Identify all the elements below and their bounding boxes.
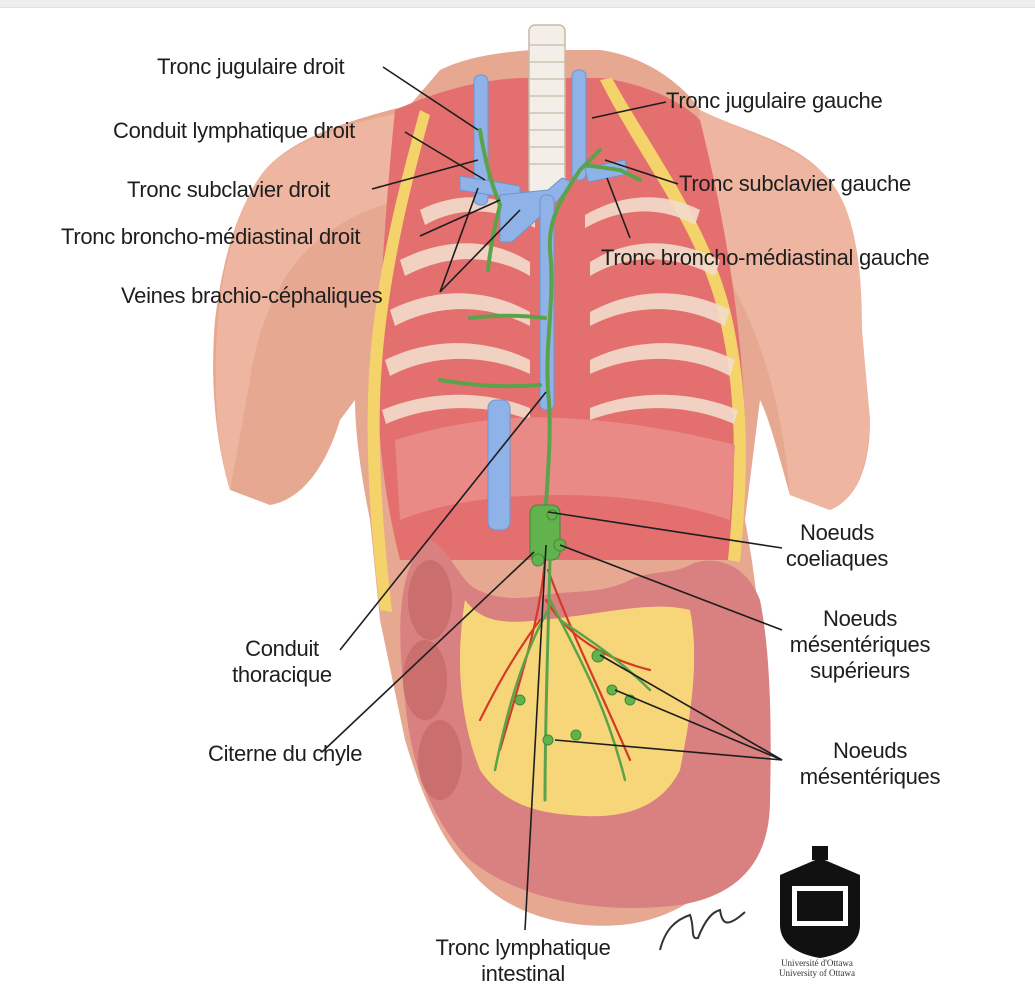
label-noeuds-mes-line1: Noeuds	[782, 738, 958, 764]
label-tronc-subclavier-droit: Tronc subclavier droit	[127, 177, 330, 203]
label-noeuds-mesenteriques-superieurs: Noeuds mésentériques supérieurs	[772, 606, 948, 684]
label-conduit-thoracique: Conduit thoracique	[222, 636, 342, 688]
label-noeuds-coeliaques-line2: coeliaques	[782, 546, 892, 572]
university-name-fr: Université d'Ottawa	[752, 958, 882, 968]
label-conduit-thoracique-line1: Conduit	[222, 636, 342, 662]
label-noeuds-mes-line2: mésentériques	[782, 764, 958, 790]
label-noeuds-mes-sup-line3: supérieurs	[772, 658, 948, 684]
label-veines-brachio-cephaliques: Veines brachio-céphaliques	[121, 283, 382, 309]
label-noeuds-mes-sup-line1: Noeuds	[772, 606, 948, 632]
label-citerne-du-chyle: Citerne du chyle	[208, 741, 362, 767]
label-tronc-lymphatique-intestinal-line1: Tronc lymphatique	[410, 935, 636, 961]
label-conduit-lymphatique-droit: Conduit lymphatique droit	[113, 118, 355, 144]
label-tronc-jugulaire-droit: Tronc jugulaire droit	[157, 54, 344, 80]
trachea	[529, 25, 565, 195]
label-noeuds-coeliaques-line1: Noeuds	[782, 520, 892, 546]
label-conduit-thoracique-line2: thoracique	[222, 662, 342, 688]
label-tronc-jugulaire-gauche: Tronc jugulaire gauche	[666, 88, 882, 114]
label-noeuds-mes-sup-line2: mésentériques	[772, 632, 948, 658]
university-name: Université d'Ottawa University of Ottawa	[752, 958, 882, 978]
university-name-en: University of Ottawa	[752, 968, 882, 978]
label-tronc-lymphatique-intestinal: Tronc lymphatique intestinal	[410, 935, 636, 987]
label-noeuds-mesenteriques: Noeuds mésentériques	[782, 738, 958, 790]
university-crest	[780, 846, 860, 958]
signature	[660, 910, 745, 950]
label-noeuds-coeliaques: Noeuds coeliaques	[782, 520, 892, 572]
label-tronc-broncho-mediastinal-gauche: Tronc broncho-médiastinal gauche	[601, 245, 929, 271]
label-tronc-lymphatique-intestinal-line2: intestinal	[410, 961, 636, 987]
label-tronc-subclavier-gauche: Tronc subclavier gauche	[679, 171, 911, 197]
label-tronc-broncho-mediastinal-droit: Tronc broncho-médiastinal droit	[61, 224, 360, 250]
